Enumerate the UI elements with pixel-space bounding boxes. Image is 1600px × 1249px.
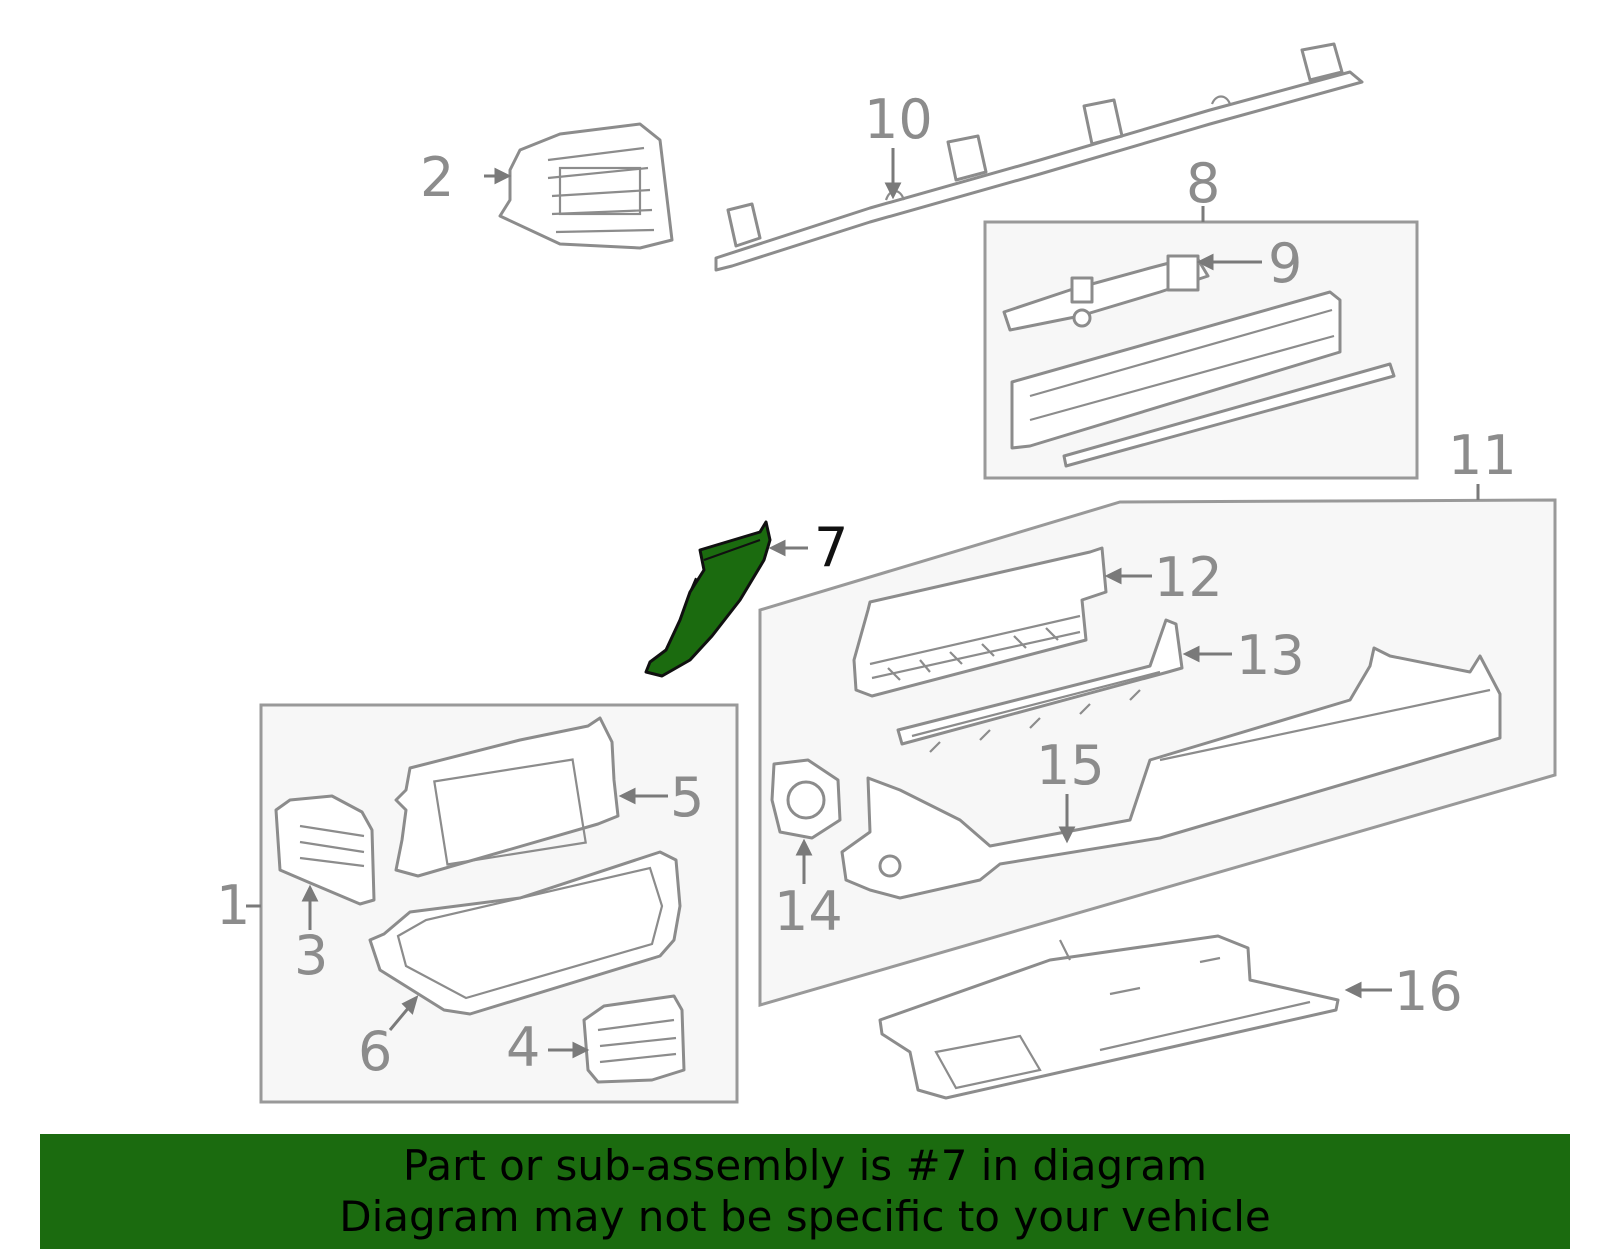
part-12-vent-frame[interactable]	[852, 546, 1108, 698]
callout-12[interactable]: 12	[1154, 546, 1223, 609]
callout-labels: 2 10 8 9 11 7 12 13 15 14 16 5 1 3 6 4	[216, 88, 1517, 1083]
callout-16[interactable]: 16	[1394, 960, 1463, 1023]
callout-10[interactable]: 10	[864, 88, 933, 151]
part-16-tray[interactable]	[878, 934, 1340, 1100]
part-5-bezel[interactable]	[394, 716, 620, 878]
part-2-side-vent[interactable]	[498, 122, 674, 250]
callout-5[interactable]: 5	[670, 766, 704, 829]
callout-3[interactable]: 3	[294, 924, 328, 987]
banner-line-1: Part or sub-assembly is #7 in diagram	[402, 1141, 1208, 1190]
part-9-bracket[interactable]	[1002, 254, 1210, 332]
part-6-surround[interactable]	[368, 850, 682, 1016]
callout-9[interactable]: 9	[1268, 232, 1302, 295]
callout-6[interactable]: 6	[358, 1020, 392, 1083]
leader-lines	[246, 148, 1480, 1059]
part-4-vent[interactable]	[582, 994, 686, 1084]
part-14-clip[interactable]	[770, 758, 842, 840]
callout-4[interactable]: 4	[506, 1016, 540, 1079]
part-8-beam[interactable]	[1010, 290, 1396, 468]
callout-1[interactable]: 1	[216, 874, 250, 937]
info-banner: Part or sub-assembly is #7 in diagram Di…	[40, 1134, 1570, 1249]
part-3-vent[interactable]	[274, 794, 376, 906]
banner-line-2: Diagram may not be specific to your vehi…	[339, 1192, 1271, 1241]
part-10-rail[interactable]	[714, 42, 1364, 272]
callout-8[interactable]: 8	[1186, 152, 1220, 215]
part-15-panel[interactable]	[840, 646, 1502, 900]
callout-2[interactable]: 2	[420, 146, 454, 209]
part-13-bracket[interactable]	[896, 618, 1184, 753]
callout-11[interactable]: 11	[1448, 424, 1517, 487]
part-7-trim-highlighted[interactable]	[644, 520, 772, 678]
callout-7[interactable]: 7	[814, 516, 848, 579]
callout-13[interactable]: 13	[1236, 624, 1305, 687]
callout-14[interactable]: 14	[774, 880, 843, 943]
callout-15[interactable]: 15	[1036, 734, 1105, 797]
